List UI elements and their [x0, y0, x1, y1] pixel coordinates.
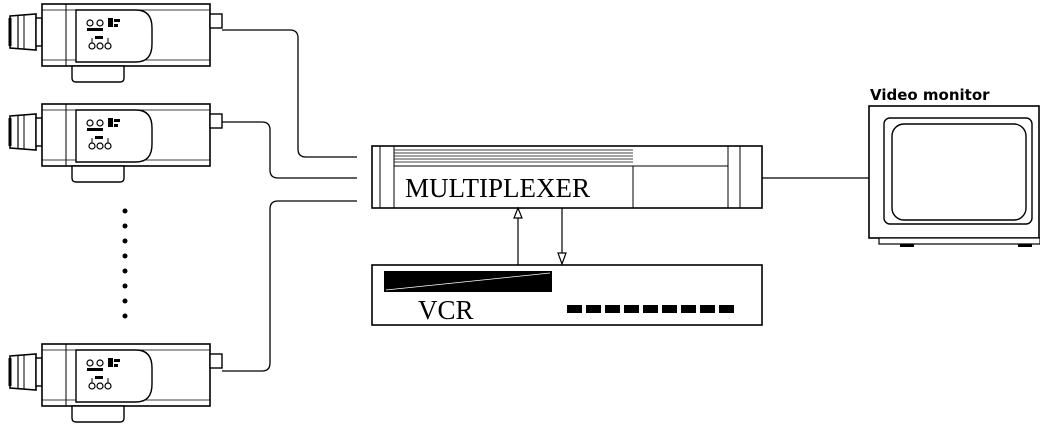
multiplexer-label: MULTIPLEXER: [405, 173, 590, 203]
camera-cables: [222, 29, 357, 372]
monitor-title: Video monitor: [870, 86, 990, 104]
vcr-label: VCR: [418, 295, 474, 325]
vcr-unit: VCR: [371, 264, 763, 326]
camera-icon: [8, 342, 224, 424]
video-monitor: Video monitor: [868, 86, 1040, 247]
camera-icon: [8, 102, 224, 184]
multiplexer-unit: MULTIPLEXER: [371, 145, 763, 209]
camera-icon: [8, 2, 224, 84]
more-cameras-ellipsis: [122, 208, 128, 319]
signal-arrows: [513, 206, 567, 266]
vcr-buttons: [567, 305, 734, 313]
